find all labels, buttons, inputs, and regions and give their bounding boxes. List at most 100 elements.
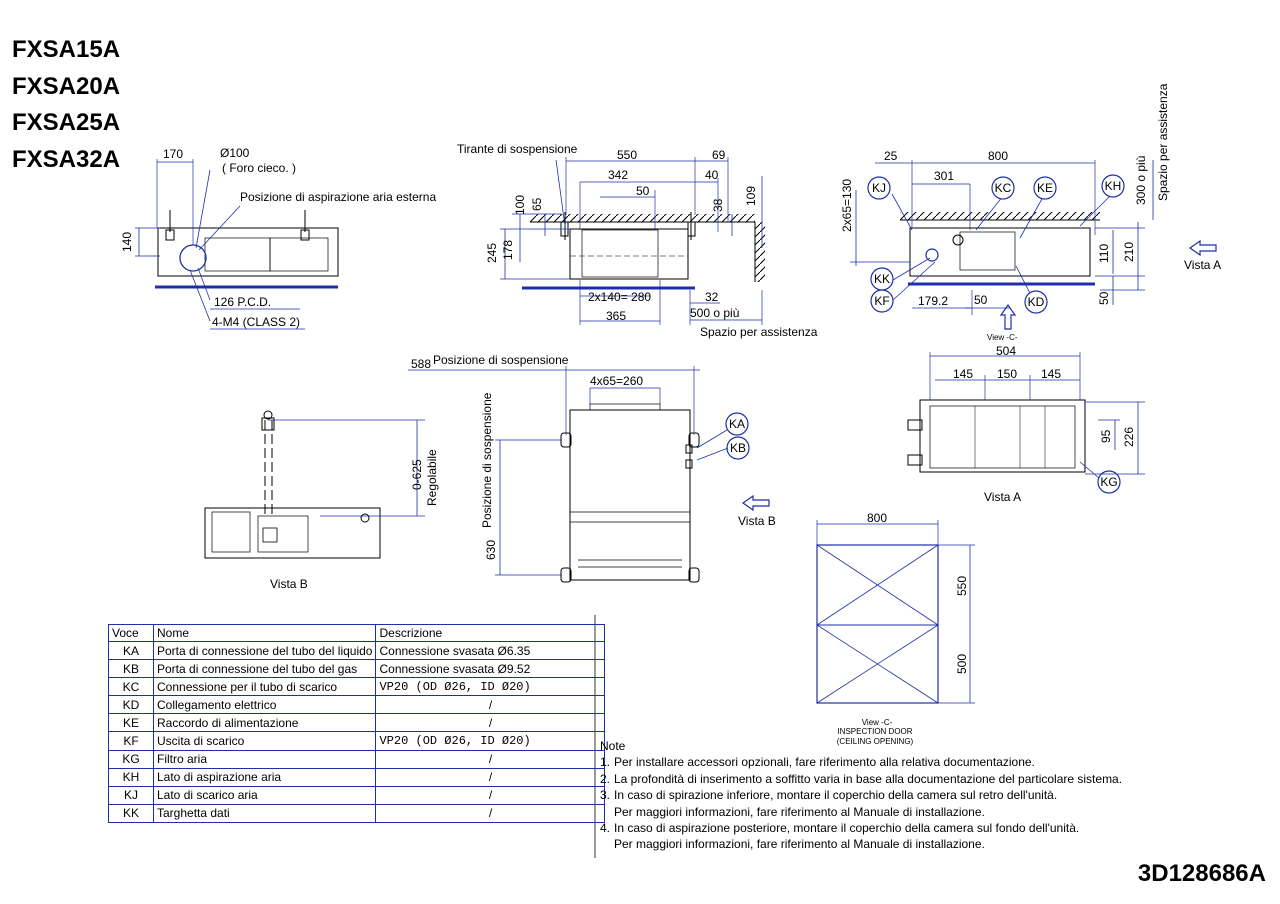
dim-500: 500 [955,654,969,674]
dim-40: 40 [705,168,719,182]
item-name: Porta di connessione del tubo del liquid… [152,640,377,661]
column-header: Nome [152,624,377,642]
suction-position-label: Posizione di aspirazione aria esterna [240,190,436,204]
dim-2x65: 2x65=130 [840,179,854,232]
adjustable-label: Regolabile [425,449,439,506]
note-item-continued: Per maggiori informazioni, fare riferime… [600,836,1122,852]
dim-178: 178 [501,240,515,260]
model-name: FXSA25A [12,109,121,136]
bubble-kd: KD [1028,295,1045,309]
view-c-label: View -C- [862,718,893,727]
bubble-ka: KA [729,417,745,431]
m4-label: 4-M4 (CLASS 2) [212,315,300,329]
item-name: Collegamento elettrico [152,695,377,715]
dim-504: 504 [996,344,1016,358]
item-code: KH [108,767,154,787]
item-code: KD [108,695,154,715]
model-name: FXSA20A [12,72,121,100]
item-description: / [375,785,606,805]
dim-179-2: 179.2 [918,294,948,308]
table-header-row: Voce Nome Descrizione [108,624,606,642]
item-code: KG [108,749,154,769]
table-row: KF Uscita di scarico VP20 (OD Ø26, ID Ø2… [108,731,606,751]
item-description: Connessione svasata Ø9.52 [375,659,606,679]
model-name: FXSA32A [12,145,121,173]
item-code: KF [108,731,154,751]
model-name: FXSA15A [12,36,121,63]
view-b-label: Vista B [270,577,308,591]
note-item-continued: Per maggiori informazioni, fare riferime… [600,804,1122,820]
item-name: Uscita di scarico [152,731,377,751]
dim-301: 301 [934,169,954,183]
column-header: Voce [108,624,154,642]
dim-110: 110 [1097,244,1111,263]
item-code: KB [108,659,154,679]
dim-210: 210 [1122,242,1136,262]
note-number: 3. [600,788,611,803]
dim-145: 145 [1041,367,1061,381]
dim-588: 588 [411,357,431,371]
bubble-kk: KK [874,272,890,286]
dim-32: 32 [705,290,719,304]
item-code: KE [108,713,154,733]
item-name: Targhetta dati [152,803,377,823]
note-text: La profondità di inserimento a soffitto … [614,771,1123,786]
bubble-kb: KB [730,441,746,455]
notes-section: Note 1. Per installare accessori opziona… [600,738,1122,853]
foro-cieco-label: ( Foro cieco. ) [222,161,296,175]
dim-95: 95 [1099,429,1113,443]
bubble-kj: KJ [872,181,886,195]
suspension-position-vertical: Posizione di sospensione [480,392,494,528]
bubble-kc: KC [995,181,1012,195]
item-code: KJ [108,785,154,805]
item-name: Connessione per il tubo di scarico [152,677,377,697]
item-description: VP20 (OD Ø26, ID Ø20) [375,731,606,751]
dim-800: 800 [867,511,887,525]
item-name: Lato di aspirazione aria [152,767,377,787]
dim-38: 38 [711,198,725,212]
column-header: Descrizione [375,624,606,642]
dim-109: 109 [744,186,758,206]
dim-50: 50 [1097,291,1111,305]
tirante-label: Tirante di sospensione [457,142,578,156]
dim-65: 65 [530,197,544,211]
dim-phi100: Ø100 [220,146,250,160]
inspection-door-view: 800 550 500 View -C- INSPECTION DOOR (CE… [816,511,975,746]
arrow-left-icon [741,494,770,512]
item-description: / [375,695,606,715]
item-description: Connessione svasata Ø6.35 [375,640,606,661]
model-list: FXSA15A FXSA20A FXSA25A FXSA32A [12,32,120,178]
item-description: / [375,713,606,733]
dim-342: 342 [608,168,628,182]
note-text: Per installare accessori opzionali, fare… [614,755,1035,770]
item-name: Filtro aria [152,749,377,769]
dim-630: 630 [484,540,498,560]
table-row: KH Lato di aspirazione aria / [108,767,606,787]
arrow-left-icon [1188,239,1217,257]
dim-50: 50 [974,293,988,307]
item-description: / [375,749,606,769]
service-space-label: Spazio per assistenza [1156,83,1170,201]
note-number: 1. [600,755,611,770]
dim-25: 25 [884,149,898,163]
table-row: KG Filtro aria / [108,749,606,769]
table-row: KK Targhetta dati / [108,803,606,823]
note-number: 2. [600,771,611,786]
item-code: KK [108,803,154,823]
dim-170: 170 [163,147,183,161]
table-row: KE Raccordo di alimentazione / [108,713,606,733]
item-name: Lato di scarico aria [152,785,377,805]
dim-50: 50 [636,184,650,198]
item-description: / [375,767,606,787]
clearance-300-label: 300 o più [1134,156,1148,205]
dim-100: 100 [513,195,527,215]
table-row: KC Connessione per il tubo di scarico VP… [108,677,606,697]
view-a-label: Vista A [984,490,1021,504]
view-c-label: View -C- [987,333,1018,342]
service-space-label: Spazio per assistenza [700,325,818,339]
table-row: KD Collegamento elettrico / [108,695,606,715]
reference-bubbles: KJ KC KE KH KK KF KD KA KB KG [725,174,1125,494]
dim-69: 69 [712,148,726,162]
ceiling-opening-label: (CEILING OPENING) [837,737,914,746]
